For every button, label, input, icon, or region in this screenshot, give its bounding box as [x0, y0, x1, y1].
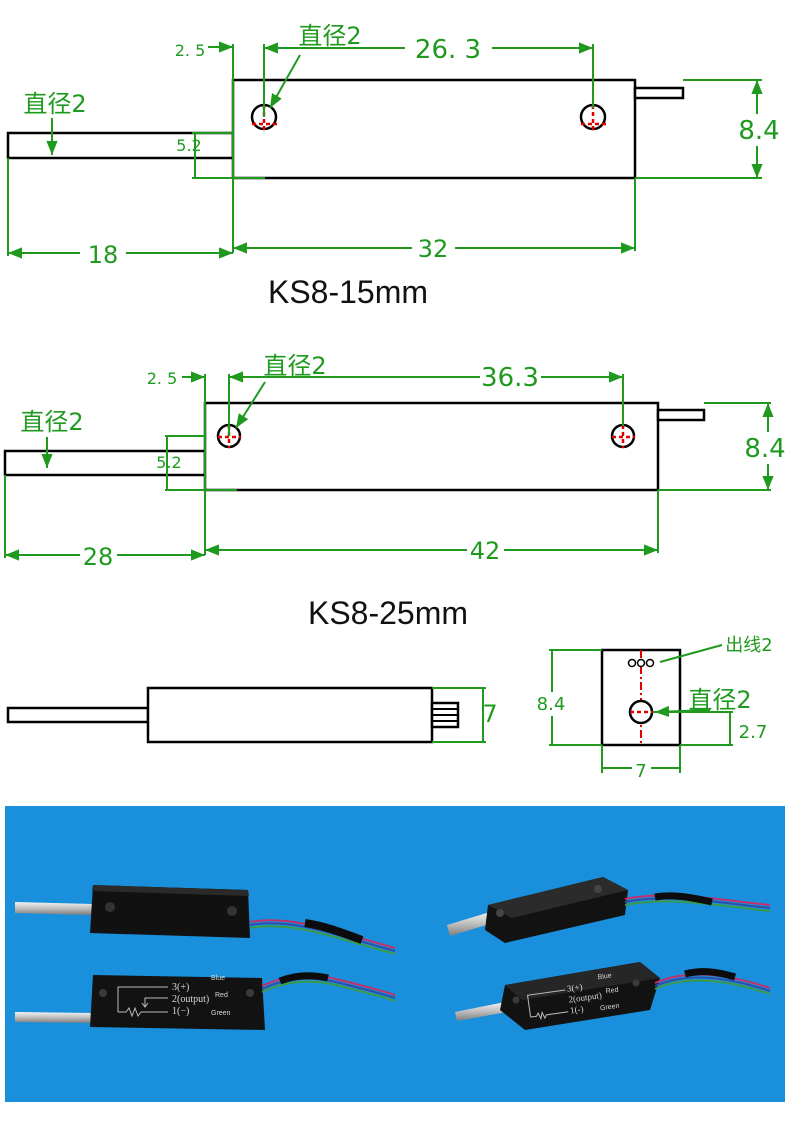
rod [15, 902, 93, 915]
block-edge [92, 885, 249, 896]
sensor-photo-bottom-right: 3(+) Blue 2(output) Red 1(-) Green [455, 962, 771, 1030]
output-arrow-icon [141, 997, 168, 1008]
wire-outlet [645, 658, 655, 668]
leader-wire [659, 644, 723, 663]
block-top [488, 877, 628, 918]
pin3-label: 3(+) [566, 982, 583, 994]
dim-body-length: 42 [470, 537, 501, 565]
dim-rod-diameter: 直径2 [23, 90, 86, 118]
circuit-symbol [526, 989, 566, 1018]
sensor-photo-bottom-left: 3(+) Blue 2(output) Red 1(−) Green [15, 972, 396, 1030]
side-body [146, 686, 434, 744]
dim-hole-height: 2.7 [739, 722, 768, 743]
pin2-label: 2(output) [568, 990, 603, 1005]
sensor-block [90, 885, 250, 938]
rod [15, 1012, 93, 1023]
dim-body-length: 32 [418, 235, 449, 263]
wire-label: 出线2 [725, 635, 772, 656]
sensor-photo-top-left [15, 885, 396, 955]
pin1-label: 1(−) [172, 1006, 189, 1017]
sensor-block [90, 975, 265, 1030]
wire-green [654, 979, 771, 995]
hole [246, 989, 254, 997]
heat-shrink [278, 972, 329, 985]
wire-green [261, 980, 396, 1002]
dim-hole-offset: 2. 5 [175, 41, 206, 60]
heat-shrink [654, 892, 713, 906]
side-rod [6, 706, 150, 724]
side-view: 7 [6, 686, 498, 744]
dim-hole-diameter: 直径2 [263, 352, 326, 380]
dim-hole-spacing: 36.3 [481, 363, 539, 393]
sensor-body [231, 78, 637, 180]
model-title: KS8-15mm [268, 274, 428, 310]
right-pin [656, 408, 706, 422]
sensor-body [203, 401, 660, 492]
leader-hole-diameter [269, 54, 301, 109]
hole [99, 989, 107, 997]
dim-hole-offset: 2. 5 [147, 369, 178, 388]
pin2-color: Red [215, 992, 228, 999]
label-group: 3(+) Blue 2(output) Red 1(-) Green [526, 972, 620, 1021]
rod [455, 1002, 507, 1021]
wire-outlet [636, 658, 646, 668]
right-pin [633, 86, 685, 100]
dim-rod-length: 18 [88, 241, 119, 269]
hole [105, 902, 115, 912]
wire-blue [249, 922, 396, 952]
hole [496, 909, 504, 917]
rod [447, 912, 493, 936]
dim-rod-offset: 5.2 [176, 136, 201, 155]
resistor-symbol [530, 1010, 569, 1021]
dim-rod-length: 28 [83, 543, 114, 571]
block-top [505, 962, 660, 1000]
dim-rod-offset: 5.2 [156, 453, 181, 472]
dim-height: 8.4 [738, 116, 779, 146]
end-view: 出线2 直径2 8.4 2.7 7 [537, 635, 773, 782]
pin1-color: Green [600, 1003, 620, 1013]
hole [594, 885, 602, 893]
product-photo: 3(+) Blue 2(output) Red 1(−) Green 3(+) … [5, 806, 785, 1102]
dim-height: 8.4 [744, 434, 785, 464]
hole [227, 906, 237, 916]
heat-shrink [304, 919, 364, 944]
leader-hole-diameter [235, 381, 266, 429]
ks8-15-drawing: 2. 5 直径2 26. 3 8.4 直径2 5.2 18 32 KS8-15m… [6, 22, 780, 310]
dim-height: 8.4 [537, 694, 566, 715]
dim-hole-diameter: 直径2 [688, 686, 751, 714]
circuit-symbol [117, 986, 168, 1012]
wire-green [249, 925, 396, 955]
dim-thickness: 7 [482, 700, 497, 728]
dim-rod-diameter: 直径2 [20, 408, 83, 436]
pin3-label: 3(+) [172, 982, 189, 993]
pin2-color: Red [605, 987, 619, 996]
dim-hole-spacing: 26. 3 [415, 35, 481, 65]
model-title: KS8-25mm [308, 595, 468, 631]
sensor-photo-top-right [447, 877, 771, 943]
dim-hole-diameter: 直径2 [298, 22, 361, 50]
pin2-label: 2(output) [172, 994, 209, 1005]
pin1-label: 1(-) [569, 1004, 584, 1016]
pin3-color: Blue [597, 972, 612, 981]
hole [632, 979, 640, 987]
resistor-symbol [118, 1006, 168, 1018]
pin1-color: Green [211, 1010, 231, 1017]
heat-shrink [684, 968, 737, 981]
dim-width: 7 [635, 761, 646, 782]
hole [512, 996, 520, 1004]
wire-blue [654, 976, 771, 992]
ks8-25-drawing: 2. 5 直径2 36.3 8.4 直径2 5.2 28 42 KS8-25mm [3, 352, 786, 631]
wire-outlet [627, 658, 637, 668]
pin3-color: Blue [211, 975, 225, 982]
wire-green [624, 900, 771, 912]
